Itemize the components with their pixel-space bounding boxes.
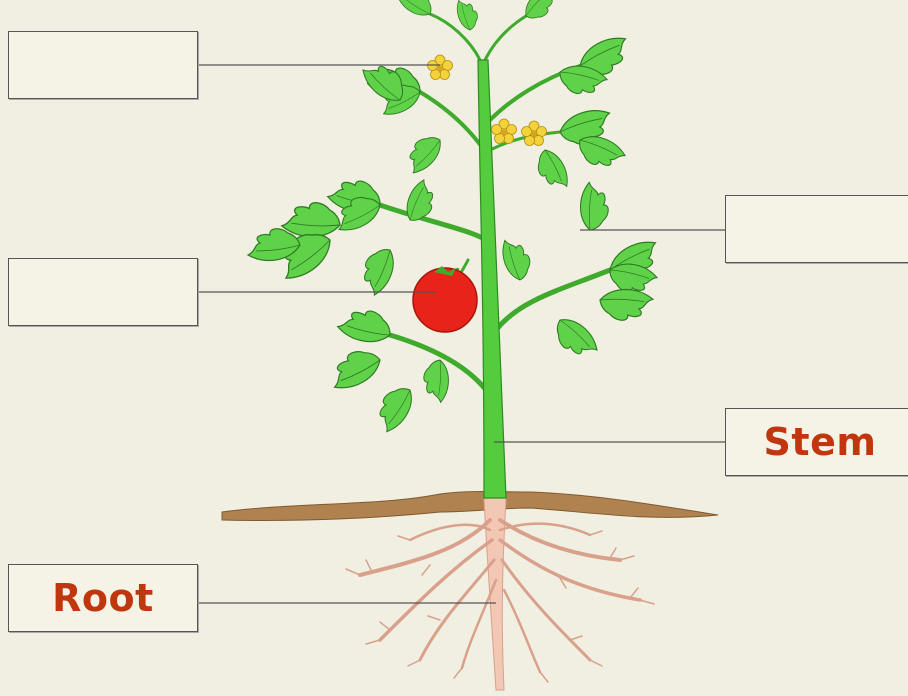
tomato-fruit [412,266,478,333]
roots [345,497,655,691]
stem-label: Stem [763,420,877,464]
fruit-label-box[interactable] [8,258,198,326]
leaf-label-box[interactable] [725,195,908,263]
flower-label-box[interactable] [8,31,198,99]
stem-label-box[interactable]: Stem [725,408,908,476]
main-stem [477,59,507,499]
root-label: Root [52,576,154,620]
soil-line [221,491,719,522]
root-label-box[interactable]: Root [8,564,198,632]
leader-lines [198,64,725,604]
